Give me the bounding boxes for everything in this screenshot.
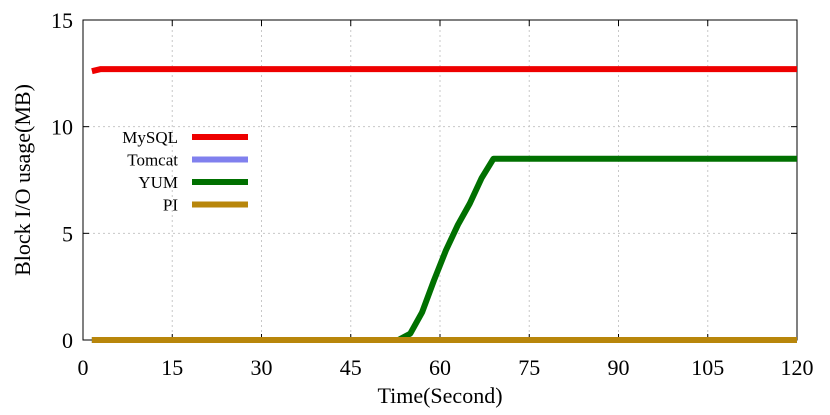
x-tick-label: 120: [781, 355, 814, 380]
x-tick-label: 30: [251, 355, 273, 380]
axis-ticks: 0 15 30 45 60 75 90 105 120 0 5 10 15: [51, 8, 814, 380]
legend-label-tomcat: Tomcat: [127, 151, 178, 170]
x-tick-label: 60: [429, 355, 451, 380]
legend-label-pi: PI: [163, 196, 178, 215]
x-tick-label: 0: [78, 355, 89, 380]
y-tick-label: 15: [51, 8, 73, 33]
y-tick-label: 10: [51, 115, 73, 140]
x-axis-title: Time(Second): [377, 383, 502, 408]
x-tick-label: 15: [161, 355, 183, 380]
y-tick-label: 5: [62, 221, 73, 246]
legend-label-mysql: MySQL: [122, 128, 178, 147]
series-line-mysql: [91, 66, 797, 75]
x-tick-label: 75: [518, 355, 540, 380]
x-tick-label: 90: [608, 355, 630, 380]
y-tick-label: 0: [62, 328, 73, 353]
grid: [83, 20, 797, 340]
x-tick-label: 105: [691, 355, 724, 380]
legend-label-yum: YUM: [138, 173, 178, 192]
series-line-yum: [91, 155, 797, 343]
y-axis-title: Block I/O usage(MB): [10, 84, 35, 276]
x-tick-label: 45: [340, 355, 362, 380]
series-lines: [91, 66, 797, 343]
